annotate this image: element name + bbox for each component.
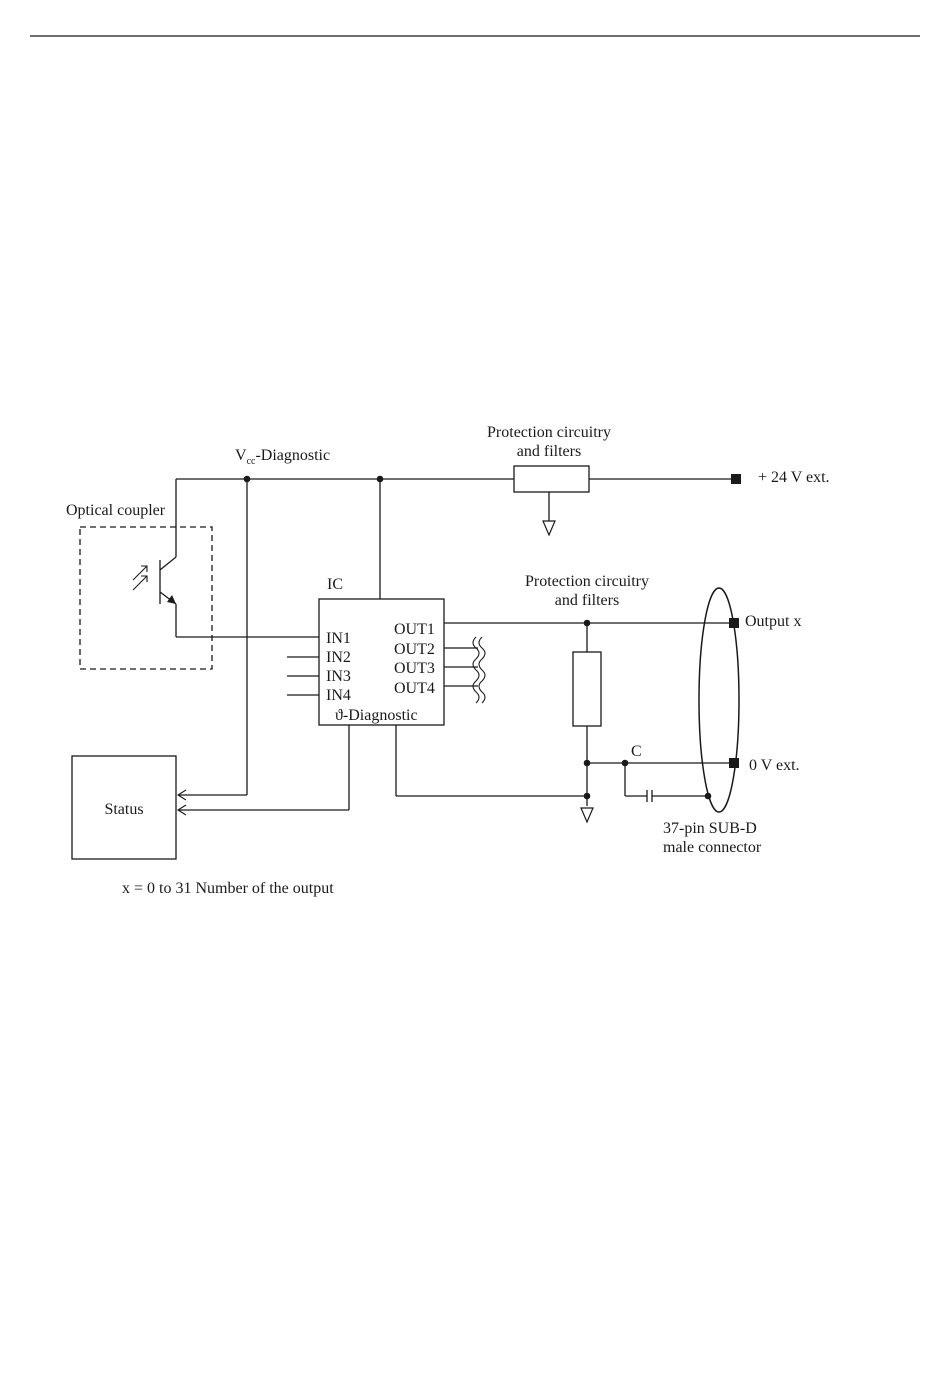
optical-coupler-label: Optical coupler <box>66 502 166 519</box>
footnote: x = 0 to 31 Number of the output <box>122 880 334 897</box>
ic-out2: OUT2 <box>394 641 435 658</box>
vcc-diagnostic-label: Vcc-Diagnostic <box>235 447 330 467</box>
ic-out4: OUT4 <box>394 680 435 697</box>
supply-24v-label: + 24 V ext. <box>758 469 830 486</box>
ic-label: IC <box>327 576 343 593</box>
ic-theta-diagnostic: ϑ-Diagnostic <box>335 707 418 724</box>
out-break-stubs <box>444 637 485 703</box>
mid-protection-label-line2: and filters <box>555 592 619 609</box>
mid-protection-label-line1: Protection circuitry <box>525 573 649 590</box>
ic-in1: IN1 <box>326 630 351 647</box>
output-x-label: Output x <box>745 613 801 630</box>
status-label: Status <box>104 801 143 818</box>
capacitor-label: C <box>631 743 642 760</box>
ic-in2: IN2 <box>326 649 351 666</box>
ic-out3: OUT3 <box>394 660 435 677</box>
connector-label-line1: 37-pin SUB-D <box>663 820 757 837</box>
ic-in4: IN4 <box>326 687 351 704</box>
ic-ground-wire <box>396 725 587 796</box>
vcc-rail <box>176 476 734 483</box>
ic-in3: IN3 <box>326 668 351 685</box>
zero-v-terminal <box>729 758 739 768</box>
ic-input-stubs <box>287 657 319 695</box>
top-protection-label-line1: Protection circuitry <box>487 424 611 441</box>
top-protection-label-line2: and filters <box>517 443 581 460</box>
zero-v-line <box>587 760 734 802</box>
connector-shield-ellipse <box>699 588 739 812</box>
connector-label-line2: male connector <box>663 839 762 856</box>
optical-coupler-box <box>80 527 212 669</box>
ic-out1: OUT1 <box>394 621 435 638</box>
top-protection-block <box>514 466 589 535</box>
supply-24v-terminal <box>731 474 741 484</box>
zero-v-label: 0 V ext. <box>749 757 800 774</box>
output-line <box>444 620 734 822</box>
